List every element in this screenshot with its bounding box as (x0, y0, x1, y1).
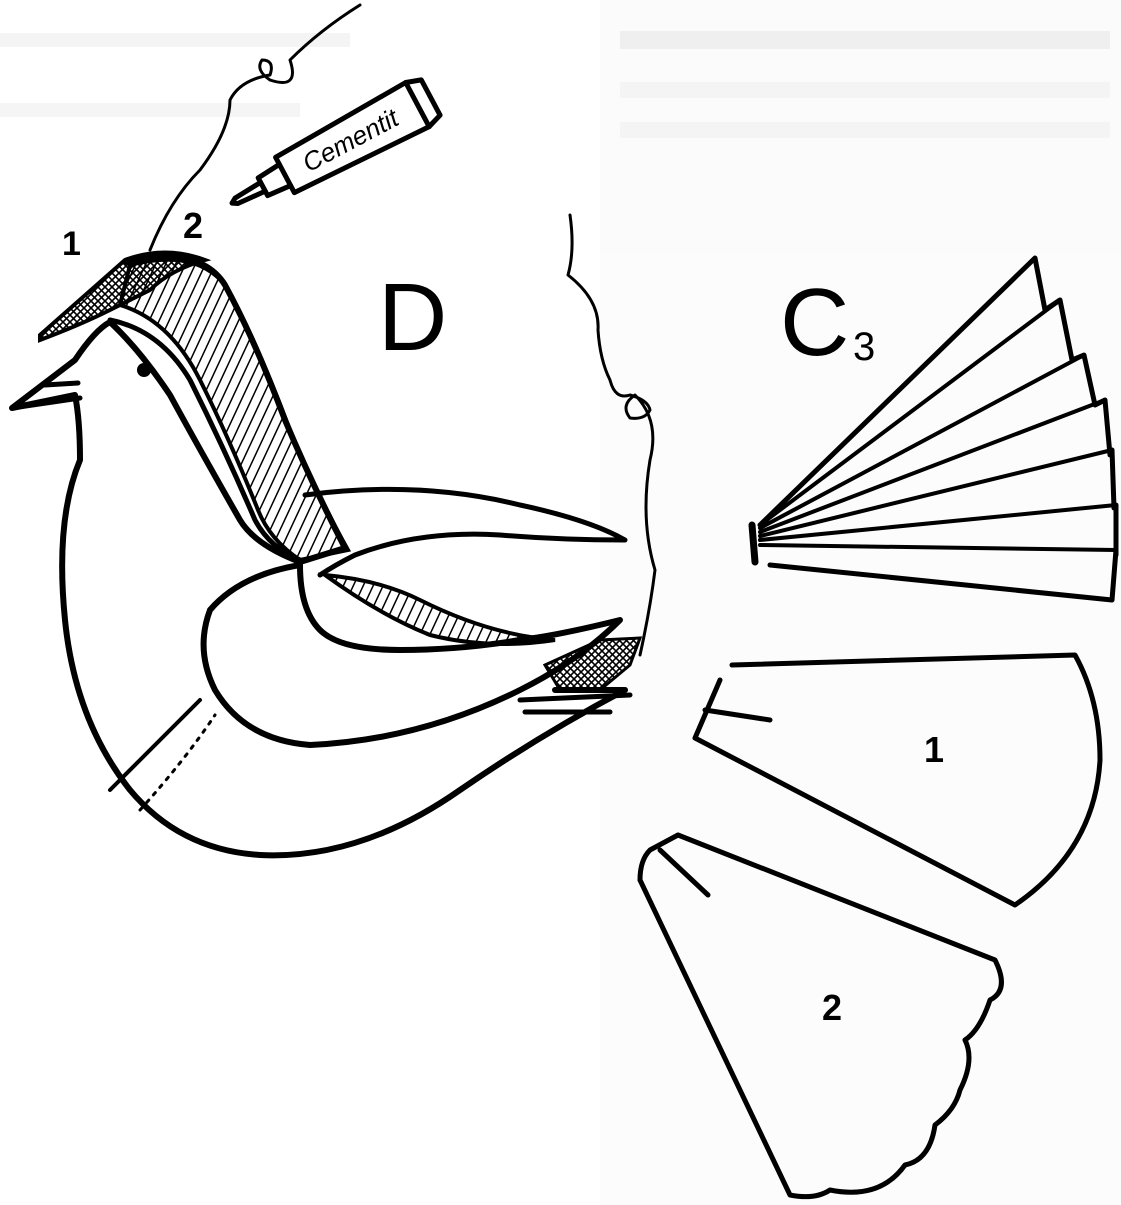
eye (137, 363, 151, 377)
wing-slot (204, 565, 620, 745)
section-c3-subscript: 3 (853, 325, 875, 369)
section-d-label: D (378, 264, 447, 371)
label-part-1-top: 1 (62, 225, 81, 263)
section-c3-label: C (780, 269, 849, 376)
dove-body (12, 253, 640, 856)
wing-hatch (325, 575, 555, 644)
label-part-2-top: 2 (183, 205, 203, 246)
wing-piece-1-label: 1 (924, 729, 944, 770)
wing-piece-2-label: 2 (822, 987, 842, 1028)
glue-tube: Cementit (220, 75, 442, 225)
